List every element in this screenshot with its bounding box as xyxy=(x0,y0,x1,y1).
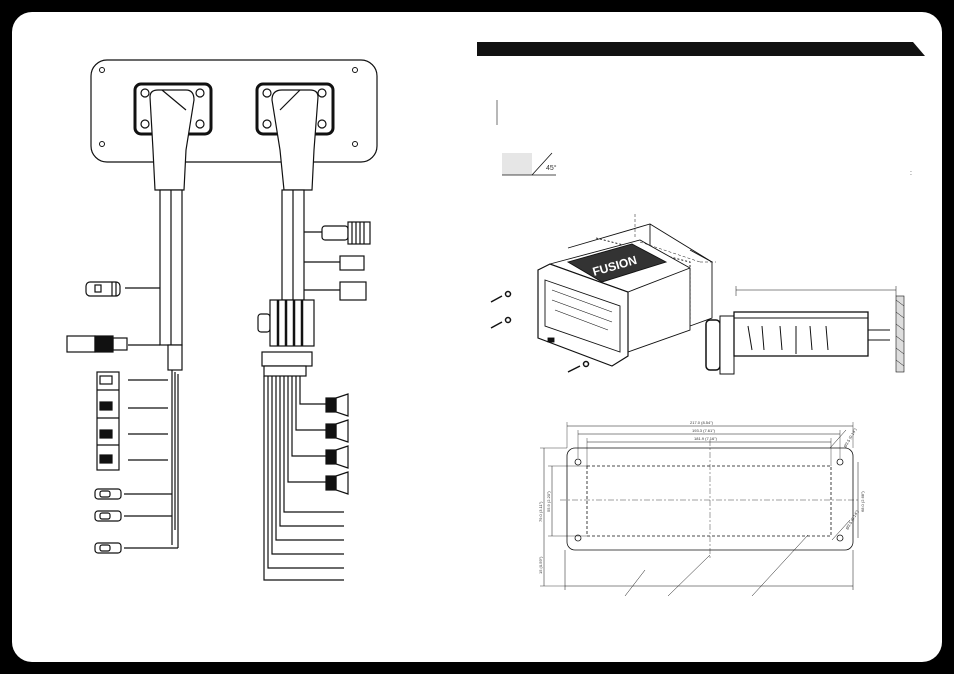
dim-flange-width: 193.3 (7.61") xyxy=(692,428,716,433)
usb-connector xyxy=(304,221,371,245)
dim-flange-height: 55.9 (2.20") xyxy=(546,491,551,512)
rca-single-connectors xyxy=(94,488,178,554)
exploded-unit-view: FUSION xyxy=(490,214,716,373)
iso-connector xyxy=(261,351,313,367)
panel-screw-holes xyxy=(99,67,358,147)
aux-connector xyxy=(85,281,160,297)
dim-cutout-width: 181.9 (7.16") xyxy=(694,436,718,441)
dim-overall-width: 217.0 (8.54") xyxy=(690,420,714,425)
section-header-bar xyxy=(477,42,925,56)
right-mount-bracket xyxy=(255,82,335,191)
front-dimension-drawing xyxy=(540,422,860,597)
mounting-wall xyxy=(895,295,905,373)
footnote-mark: : xyxy=(910,170,912,177)
rca-line-out-bundle xyxy=(96,370,179,548)
side-profile-view xyxy=(705,286,905,375)
network-connector xyxy=(304,255,365,271)
angle-label: 45° xyxy=(546,164,557,172)
speaker-outputs xyxy=(287,376,349,495)
ethernet-connector xyxy=(304,281,367,301)
dim-cutout-height: 68.0 (2.68") xyxy=(860,491,865,512)
wiring-diagram xyxy=(66,59,378,581)
power-wires xyxy=(263,376,344,581)
left-mount-bracket xyxy=(133,82,213,191)
mounting-screws xyxy=(490,290,590,373)
dim-overall-height: 79.0 (3.11") xyxy=(538,501,543,522)
antenna-connector xyxy=(66,335,160,353)
dim-depth: 15 (0.59") xyxy=(538,556,543,574)
mounting-angle-indicator: 45° xyxy=(502,152,557,176)
dim-hole-top: Ø3.5 (0.14") xyxy=(843,427,858,449)
manual-page: 45° : FUSION xyxy=(12,12,942,662)
wiring-loom-block xyxy=(269,299,315,347)
